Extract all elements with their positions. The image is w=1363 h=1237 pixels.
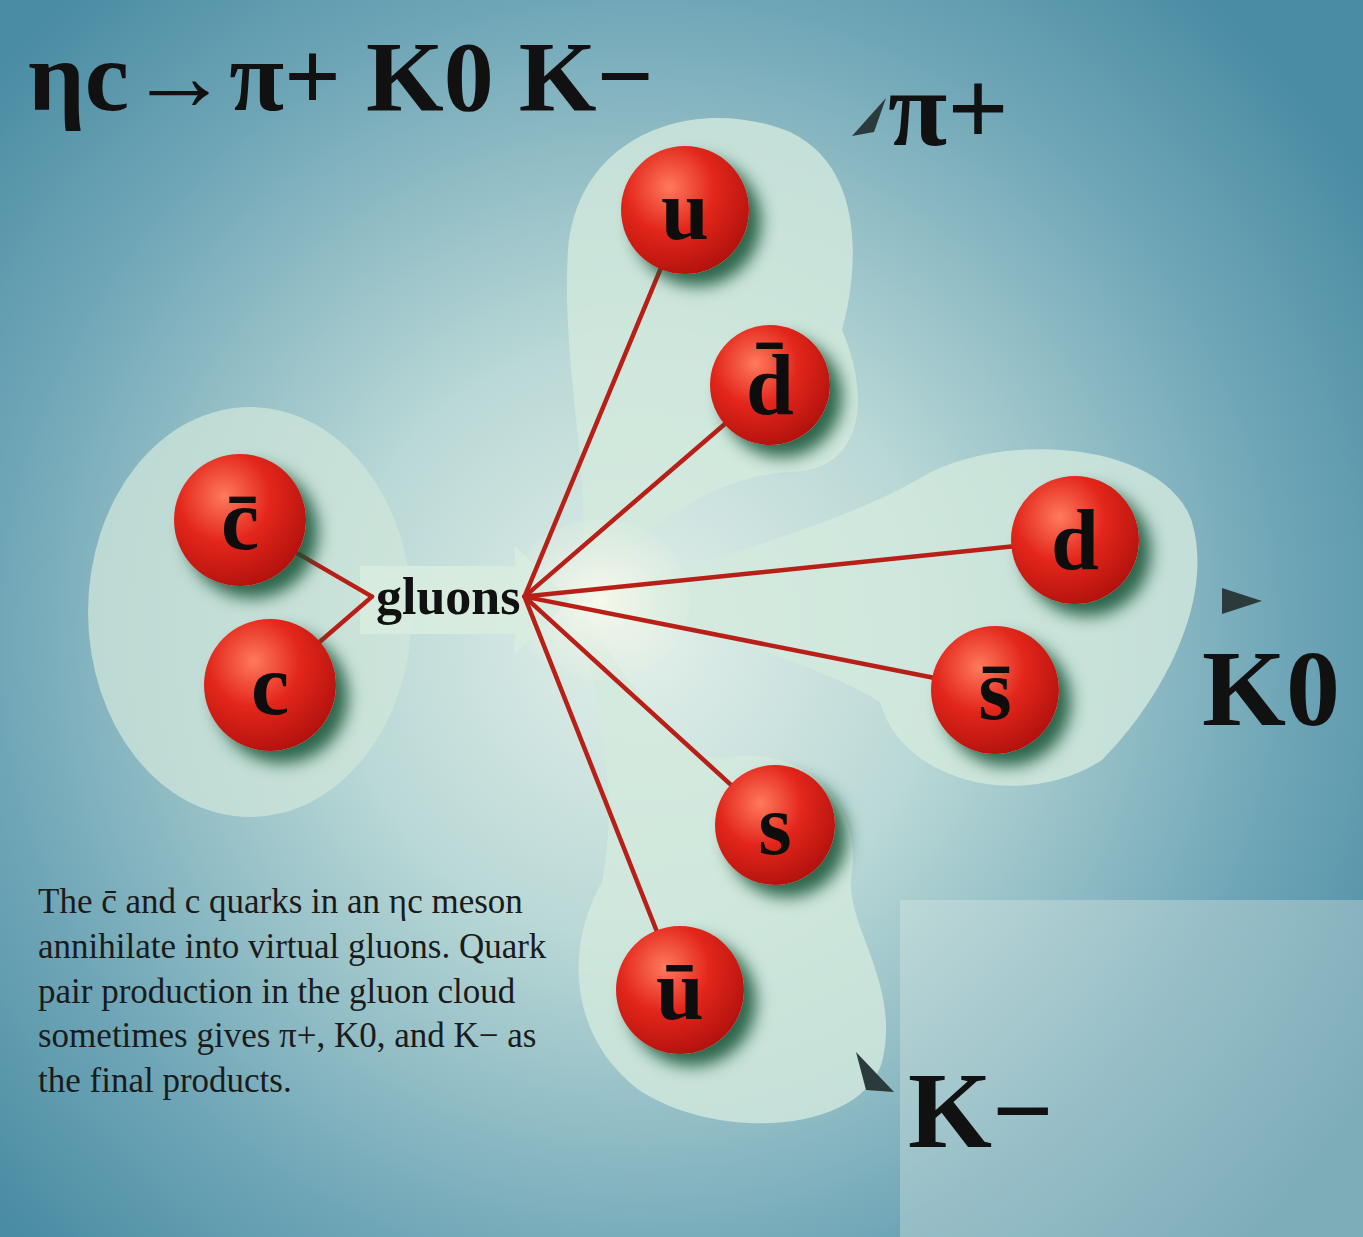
quark-circle: s <box>715 765 835 885</box>
gluon-line <box>320 597 372 642</box>
quark-letter: d <box>1051 497 1099 583</box>
quark-circle: c̄ <box>174 454 306 586</box>
quark-letter: u <box>661 167 709 253</box>
gluon-line <box>525 269 661 596</box>
meson-name: π+ <box>888 50 1009 169</box>
quark-letter: c̄ <box>221 477 259 563</box>
background-light <box>900 900 1363 1237</box>
gluon-line <box>525 597 731 785</box>
quark-letter: s <box>758 782 791 868</box>
quark-letter: d̄ <box>746 342 794 428</box>
caption: The c̄ and c quarks in an ηc meson annih… <box>38 880 558 1104</box>
gluon-label-box: gluons <box>372 568 525 625</box>
gluon-line <box>297 553 372 596</box>
quark-circle: s̄ <box>931 626 1059 754</box>
quark-circle: u <box>621 146 749 274</box>
direction-arrowhead <box>856 1052 894 1092</box>
quark-circle: d̄ <box>710 325 830 445</box>
k-minus-cloud <box>575 600 886 1123</box>
meson-name: K− <box>908 1052 1054 1171</box>
quark-circle: ū <box>616 926 744 1054</box>
meson-group: K− s ū <box>560 740 1080 1210</box>
direction-arrowhead <box>852 98 886 136</box>
meson-name: K0 <box>1202 630 1340 749</box>
title: ηc→π+ K0 K− <box>28 22 654 132</box>
gluon-line <box>525 597 657 931</box>
quark-circle: d <box>1011 476 1139 604</box>
gluon-line <box>525 547 1012 597</box>
gluon-line <box>525 424 725 596</box>
gluon-label: gluons <box>376 568 521 625</box>
quark-letter: c <box>251 642 289 728</box>
quark-circle: c <box>204 619 336 751</box>
caption-block: The c̄ and c quarks in an ηc meson annih… <box>38 880 558 1104</box>
gluon-line <box>525 597 933 678</box>
direction-arrowhead <box>1222 588 1262 614</box>
meson-group: K0 d s̄ <box>880 430 1360 790</box>
quark-letter: ū <box>656 947 704 1033</box>
title-block: ηc→π+ K0 K− <box>28 22 654 132</box>
quark-letter: s̄ <box>978 647 1011 733</box>
